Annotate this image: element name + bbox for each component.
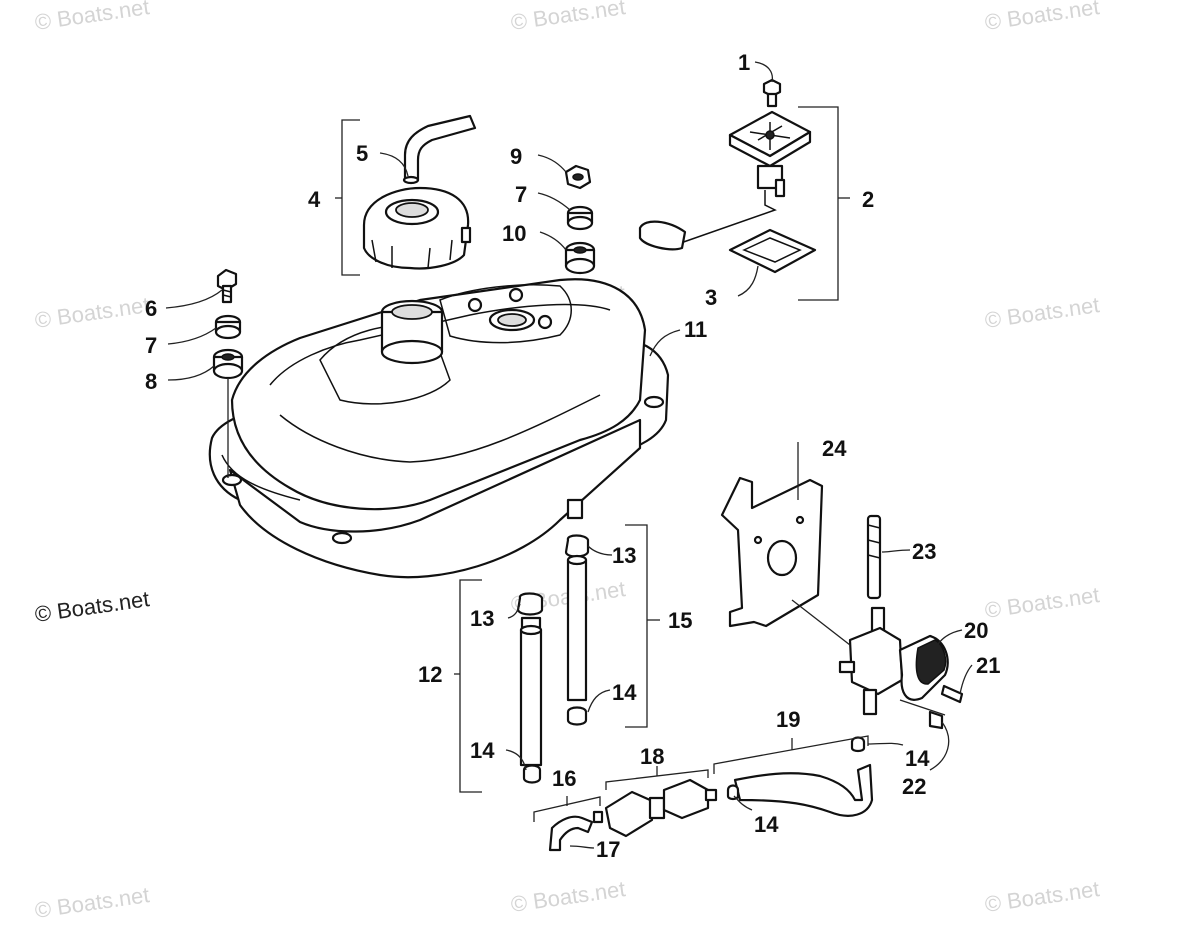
group-brackets	[335, 106, 869, 822]
callout-14-hose15: 14	[612, 680, 637, 705]
watermark: © Boats.net	[33, 292, 151, 333]
callout-20: 20	[964, 618, 988, 643]
callout-23: 23	[912, 539, 936, 564]
watermark: © Boats.net	[983, 0, 1101, 35]
watermark: © Boats.net	[983, 292, 1101, 333]
hose-assembly-12	[516, 592, 544, 784]
hose-19	[726, 736, 874, 817]
pin-23	[866, 514, 882, 600]
callout-14-hose19-left: 14	[754, 812, 779, 837]
watermark-dark: © Boats.net	[33, 586, 151, 627]
leader-lines	[165, 61, 973, 849]
callout-18: 18	[640, 744, 664, 769]
callout-9: 9	[510, 144, 522, 169]
fuel-level-sender	[638, 78, 817, 274]
callout-13-right: 13	[612, 543, 636, 568]
fuel-tank	[208, 278, 670, 579]
watermark: © Boats.net	[509, 0, 627, 35]
hose-assembly-15	[564, 534, 590, 726]
callout-5: 5	[356, 141, 368, 166]
callout-15: 15	[668, 608, 692, 633]
callout-8: 8	[145, 369, 157, 394]
callout-14-hose19-right: 14	[905, 746, 930, 771]
callout-22: 22	[902, 774, 926, 799]
watermark: © Boats.net	[33, 882, 151, 923]
callout-4: 4	[308, 187, 321, 212]
callout-6: 6	[145, 296, 157, 321]
watermark: © Boats.net	[509, 876, 627, 917]
mounting-bracket	[720, 476, 824, 628]
center-mount-hardware	[564, 164, 596, 275]
callout-labels: 1 2 3 4 5 6 7 7 8 9 10 11 12 13 13 14 14…	[145, 50, 1000, 862]
callout-7-left: 7	[145, 333, 157, 358]
watermark: © Boats.net	[33, 0, 151, 35]
fuel-valve	[838, 606, 964, 730]
callout-3: 3	[705, 285, 717, 310]
callout-21: 21	[976, 653, 1000, 678]
callout-2: 2	[862, 187, 874, 212]
callout-13-left: 13	[470, 606, 494, 631]
callout-14-hose12: 14	[470, 738, 495, 763]
callout-19: 19	[776, 707, 800, 732]
callout-12: 12	[418, 662, 442, 687]
watermark: © Boats.net	[983, 582, 1101, 623]
callout-10: 10	[502, 221, 526, 246]
callout-24: 24	[822, 436, 847, 461]
callout-1: 1	[738, 50, 750, 75]
filler-cap	[362, 186, 472, 270]
fuel-filter	[548, 778, 718, 852]
callout-7-center: 7	[515, 182, 527, 207]
callout-11: 11	[684, 317, 707, 342]
callout-17: 17	[596, 837, 620, 862]
left-mount-hardware	[212, 268, 244, 478]
callout-16: 16	[552, 766, 576, 791]
watermark: © Boats.net	[983, 876, 1101, 917]
vent-hose	[402, 114, 477, 185]
